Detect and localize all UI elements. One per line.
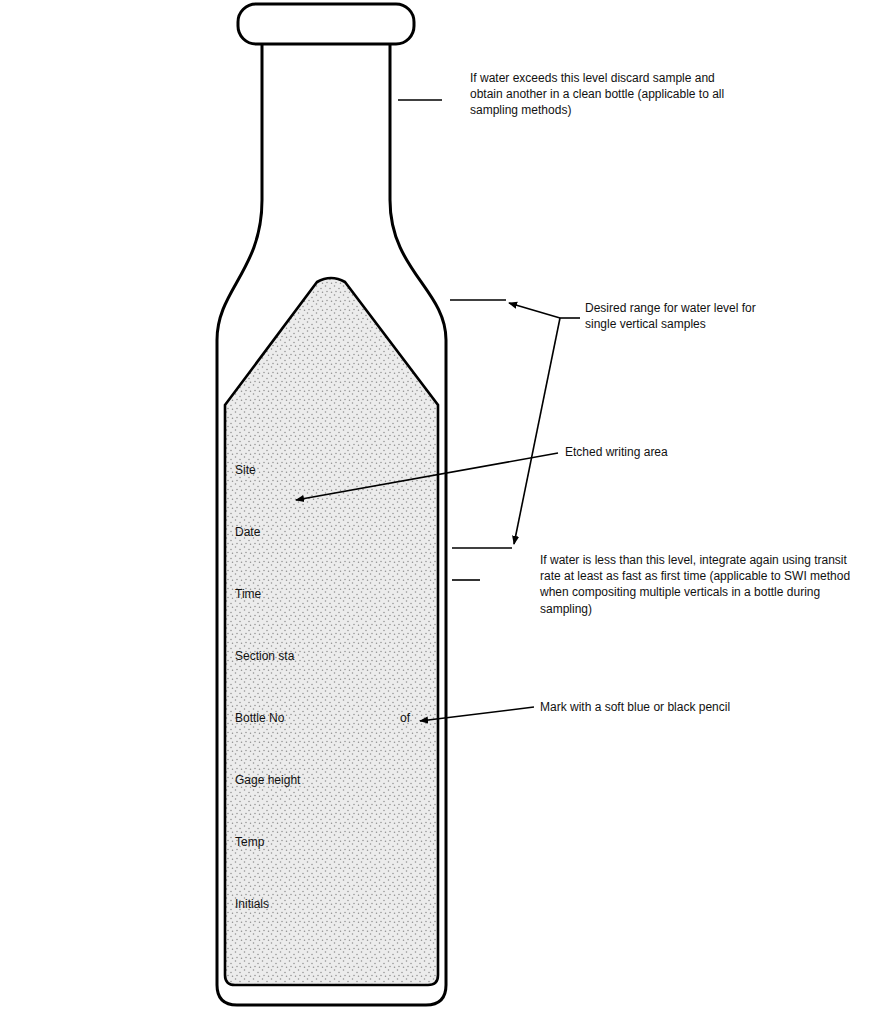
callout-note: Desired range for water level for single… <box>585 300 770 332</box>
field-label: Date <box>235 525 260 541</box>
bracket-arrow <box>514 318 560 544</box>
callout-note: If water is less than this level, integr… <box>540 552 865 617</box>
leader-arrow <box>296 453 558 500</box>
callout-note: If water exceeds this level discard samp… <box>470 70 745 119</box>
callout-note: Mark with a soft blue or black pencil <box>540 699 840 715</box>
bracket-stem <box>560 317 580 319</box>
etched-area-shape <box>225 275 438 985</box>
range-bottom-line <box>452 547 512 549</box>
bottle-outline <box>217 44 446 1005</box>
field-label: Initials <box>235 897 269 913</box>
leader-arrow <box>420 707 534 721</box>
field-label: Site <box>235 463 256 479</box>
field-label: Bottle No <box>235 711 284 727</box>
upper-limit-line <box>398 99 442 101</box>
field-label: Time <box>235 587 261 603</box>
callout-note: Etched writing area <box>565 444 765 460</box>
bottle-cap <box>238 4 414 44</box>
lower-limit-line <box>452 579 480 581</box>
field-label: Section sta <box>235 649 294 665</box>
field-label: Temp <box>235 835 264 851</box>
etched-writing-area: SiteDateTimeSection staBottle No ofGage h… <box>225 275 438 985</box>
etched-area-outline <box>225 278 438 985</box>
bracket-arrow <box>509 303 560 318</box>
range-top-line <box>450 299 506 301</box>
field-label: of <box>400 711 410 727</box>
field-label: Gage height <box>235 773 300 789</box>
